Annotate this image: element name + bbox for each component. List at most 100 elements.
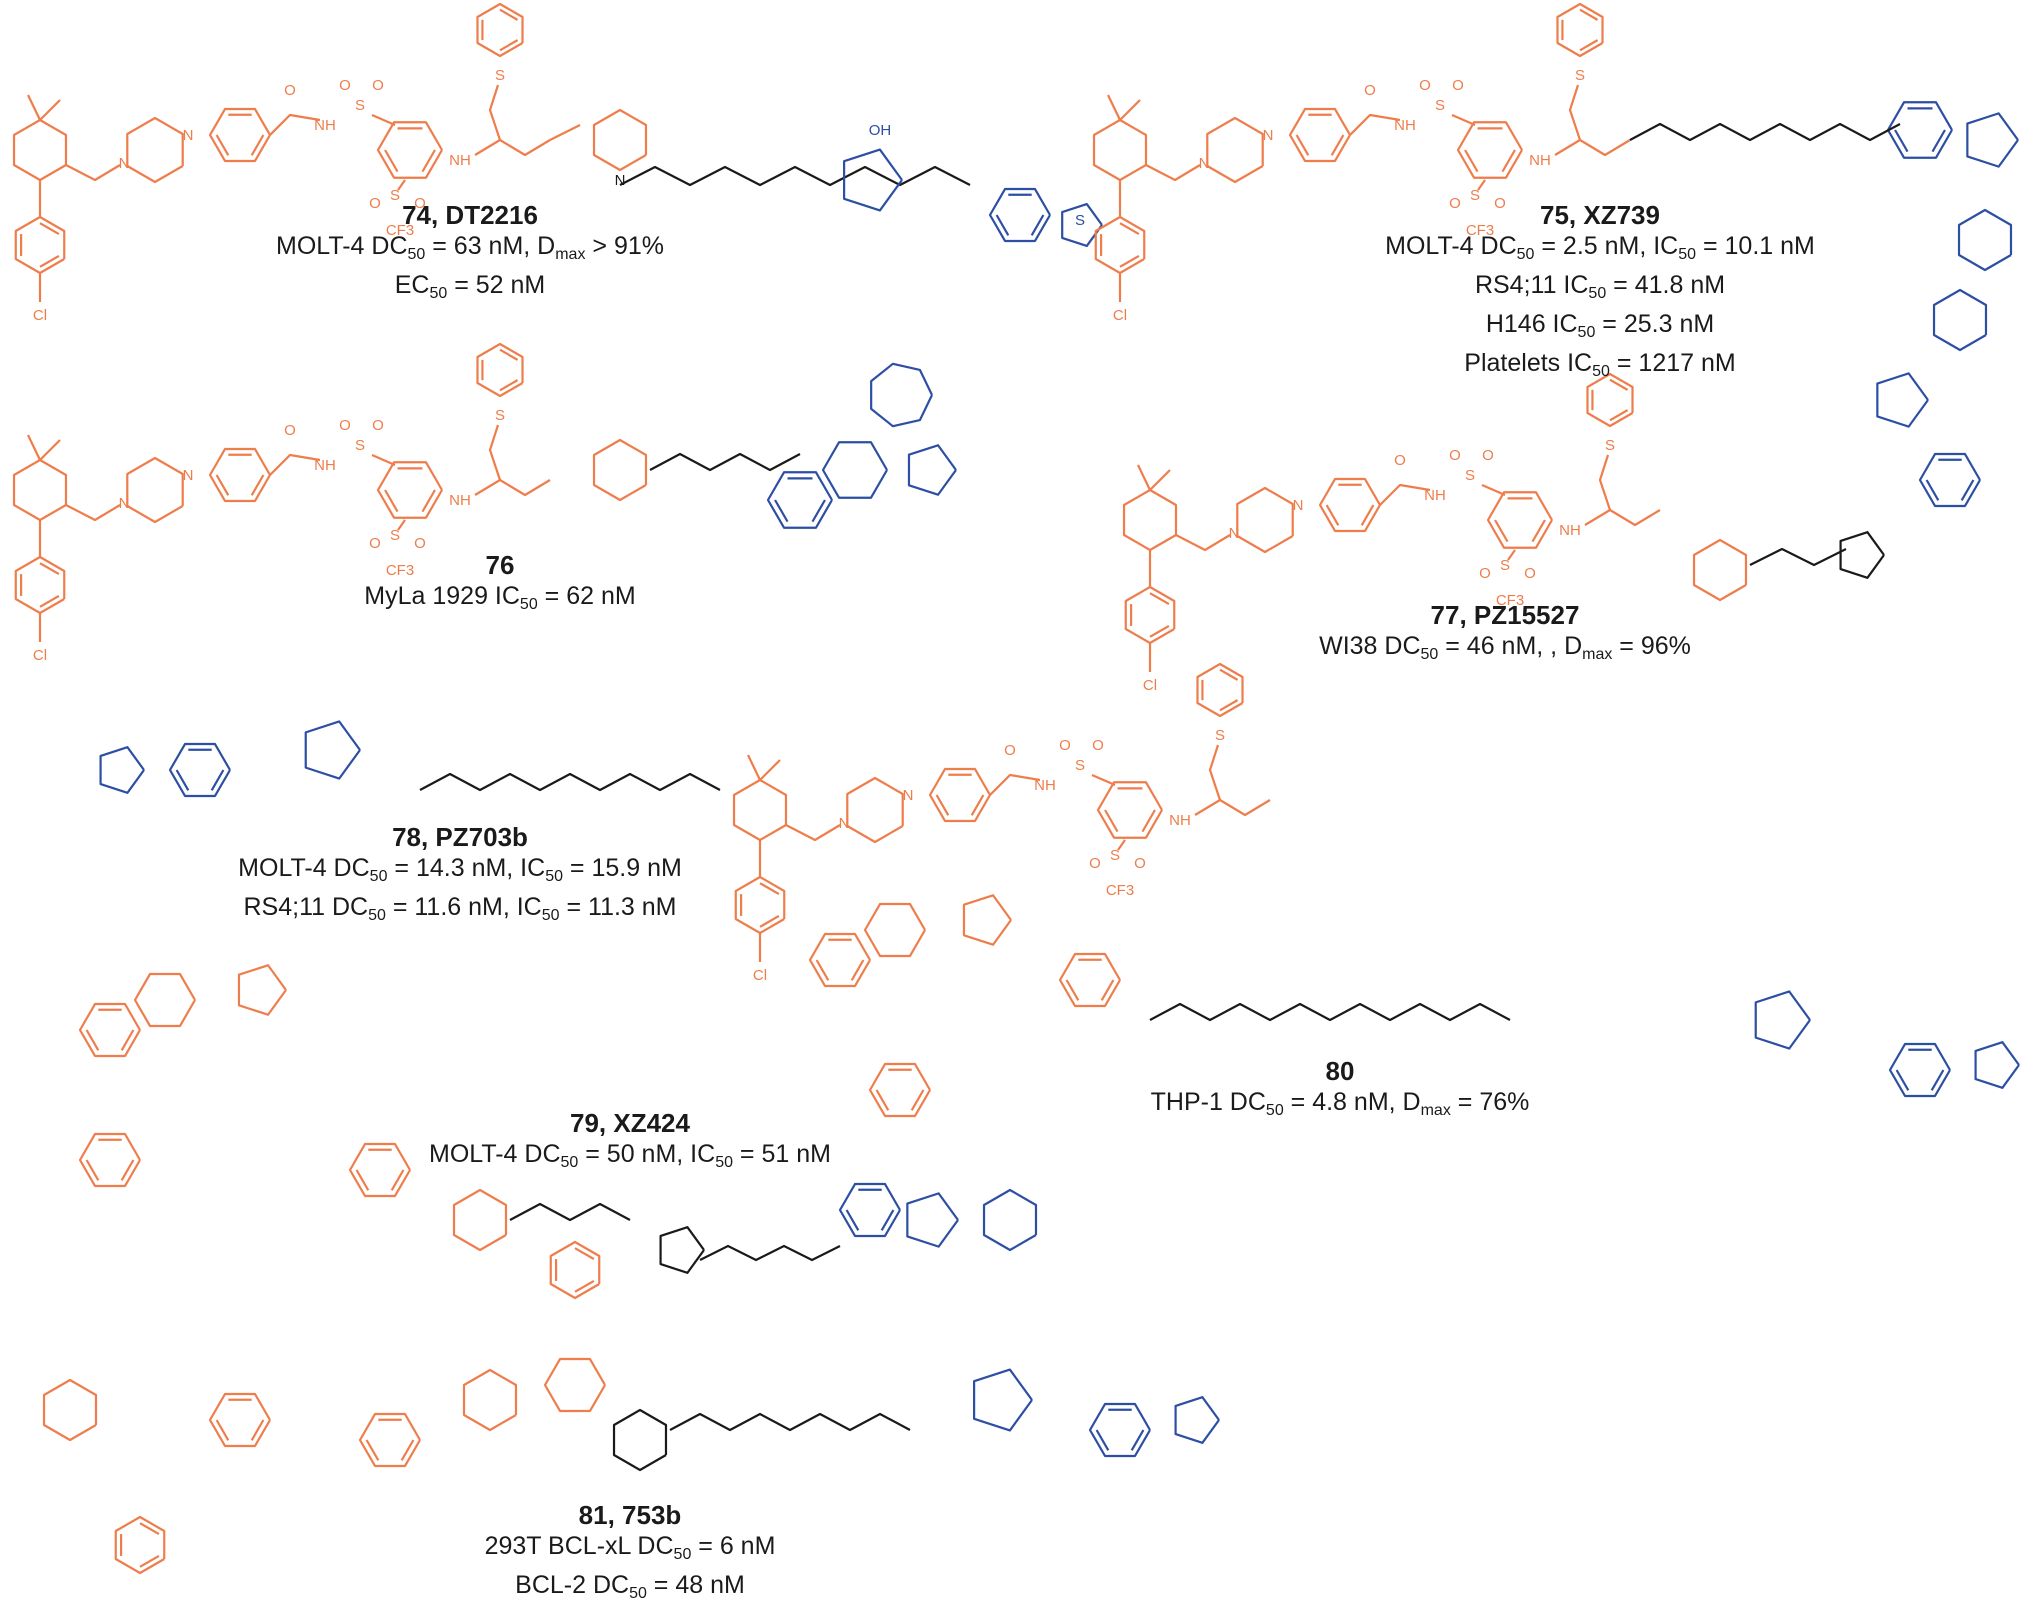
bond (114, 1515, 166, 1575)
bond (973, 1368, 1033, 1432)
bond (732, 778, 788, 842)
bond (208, 1392, 271, 1448)
atom-label: S (355, 97, 365, 114)
bond (1058, 952, 1121, 1008)
atom-label: O (339, 77, 351, 94)
atom-label: O (1419, 77, 1431, 94)
bond (995, 214, 1010, 236)
atom-label: N (615, 172, 626, 189)
bond (85, 1029, 100, 1051)
bond (499, 379, 519, 392)
bond (1494, 519, 1509, 543)
atom-label: NH (1169, 812, 1191, 829)
bond (12, 118, 68, 182)
bond (1137, 464, 1151, 491)
compound-name: 76 (485, 550, 515, 580)
bond (1886, 101, 1953, 159)
bond (811, 499, 826, 523)
bond (549, 1240, 601, 1300)
bond (376, 121, 443, 179)
bond (1145, 164, 1201, 182)
compound-name: 77, PZ15527 (1430, 600, 1580, 630)
bond (474, 478, 551, 497)
bond (1175, 534, 1231, 552)
bond (476, 342, 524, 398)
compound-name: 78, PZ703b (392, 822, 528, 852)
bond (39, 439, 61, 461)
bond (843, 148, 903, 212)
activity-line: MOLT-4 DC50 = 14.3 nM, IC50 = 15.9 nM (238, 854, 682, 885)
bond (421, 149, 436, 173)
atom-label: N (839, 815, 850, 832)
atom-label: Cl (33, 307, 47, 324)
bond (845, 1209, 860, 1231)
bond (1107, 94, 1121, 121)
bond (1061, 202, 1103, 248)
bond (734, 875, 786, 935)
bond (1194, 798, 1271, 817)
bond (766, 471, 833, 529)
bond (39, 254, 60, 268)
bond (1876, 372, 1929, 428)
bond (1096, 781, 1163, 839)
bond (875, 1089, 890, 1111)
bond (452, 1188, 508, 1252)
bond (215, 1419, 230, 1441)
bond (126, 116, 184, 184)
bond (78, 1132, 141, 1188)
bond (1464, 149, 1479, 173)
compound-name: 79, XZ424 (570, 1108, 690, 1138)
atom-label: NH (314, 457, 336, 474)
compound-name: 74, DT2216 (402, 200, 538, 230)
bond (850, 959, 865, 981)
atom-label: O (372, 77, 384, 94)
bond (499, 39, 519, 52)
bond (120, 1029, 135, 1051)
bond (759, 914, 780, 928)
activity-line: EC50 = 52 nM (394, 271, 546, 302)
atom-label: O (1494, 195, 1506, 212)
bond (1141, 809, 1156, 833)
bond (39, 562, 60, 576)
bond (1219, 699, 1239, 712)
atom-label: N (903, 787, 914, 804)
atom-label: O (1449, 195, 1461, 212)
bond (376, 461, 443, 519)
bond (1122, 488, 1178, 552)
bond (126, 456, 184, 524)
atom-label: Cl (1143, 677, 1157, 694)
bond (907, 444, 957, 496)
bond (1556, 2, 1604, 58)
atom-label: S (390, 187, 400, 204)
bond (250, 1419, 265, 1441)
bond (988, 187, 1051, 243)
bond (27, 434, 41, 461)
atom-label: NH (449, 492, 471, 509)
bond (1895, 1069, 1910, 1091)
bond (488, 84, 502, 141)
bond (168, 742, 231, 798)
bond (133, 972, 196, 1028)
atom-label: S (355, 437, 365, 454)
compound-name: 80 (1325, 1056, 1355, 1086)
bond (574, 1247, 595, 1261)
atom-label: N (183, 127, 194, 144)
bond (1531, 519, 1546, 543)
atom-label: CF3 (1496, 592, 1524, 609)
atom-label: N (1293, 497, 1304, 514)
bond (1554, 138, 1631, 157)
atom-label: N (1229, 525, 1240, 542)
bond (421, 489, 436, 513)
bond (1288, 107, 1351, 163)
bond (759, 759, 781, 781)
bond (838, 1182, 901, 1238)
bond (910, 1089, 925, 1111)
bond (499, 348, 519, 361)
bond (1960, 479, 1975, 501)
bond (39, 594, 60, 608)
bond (14, 555, 66, 615)
